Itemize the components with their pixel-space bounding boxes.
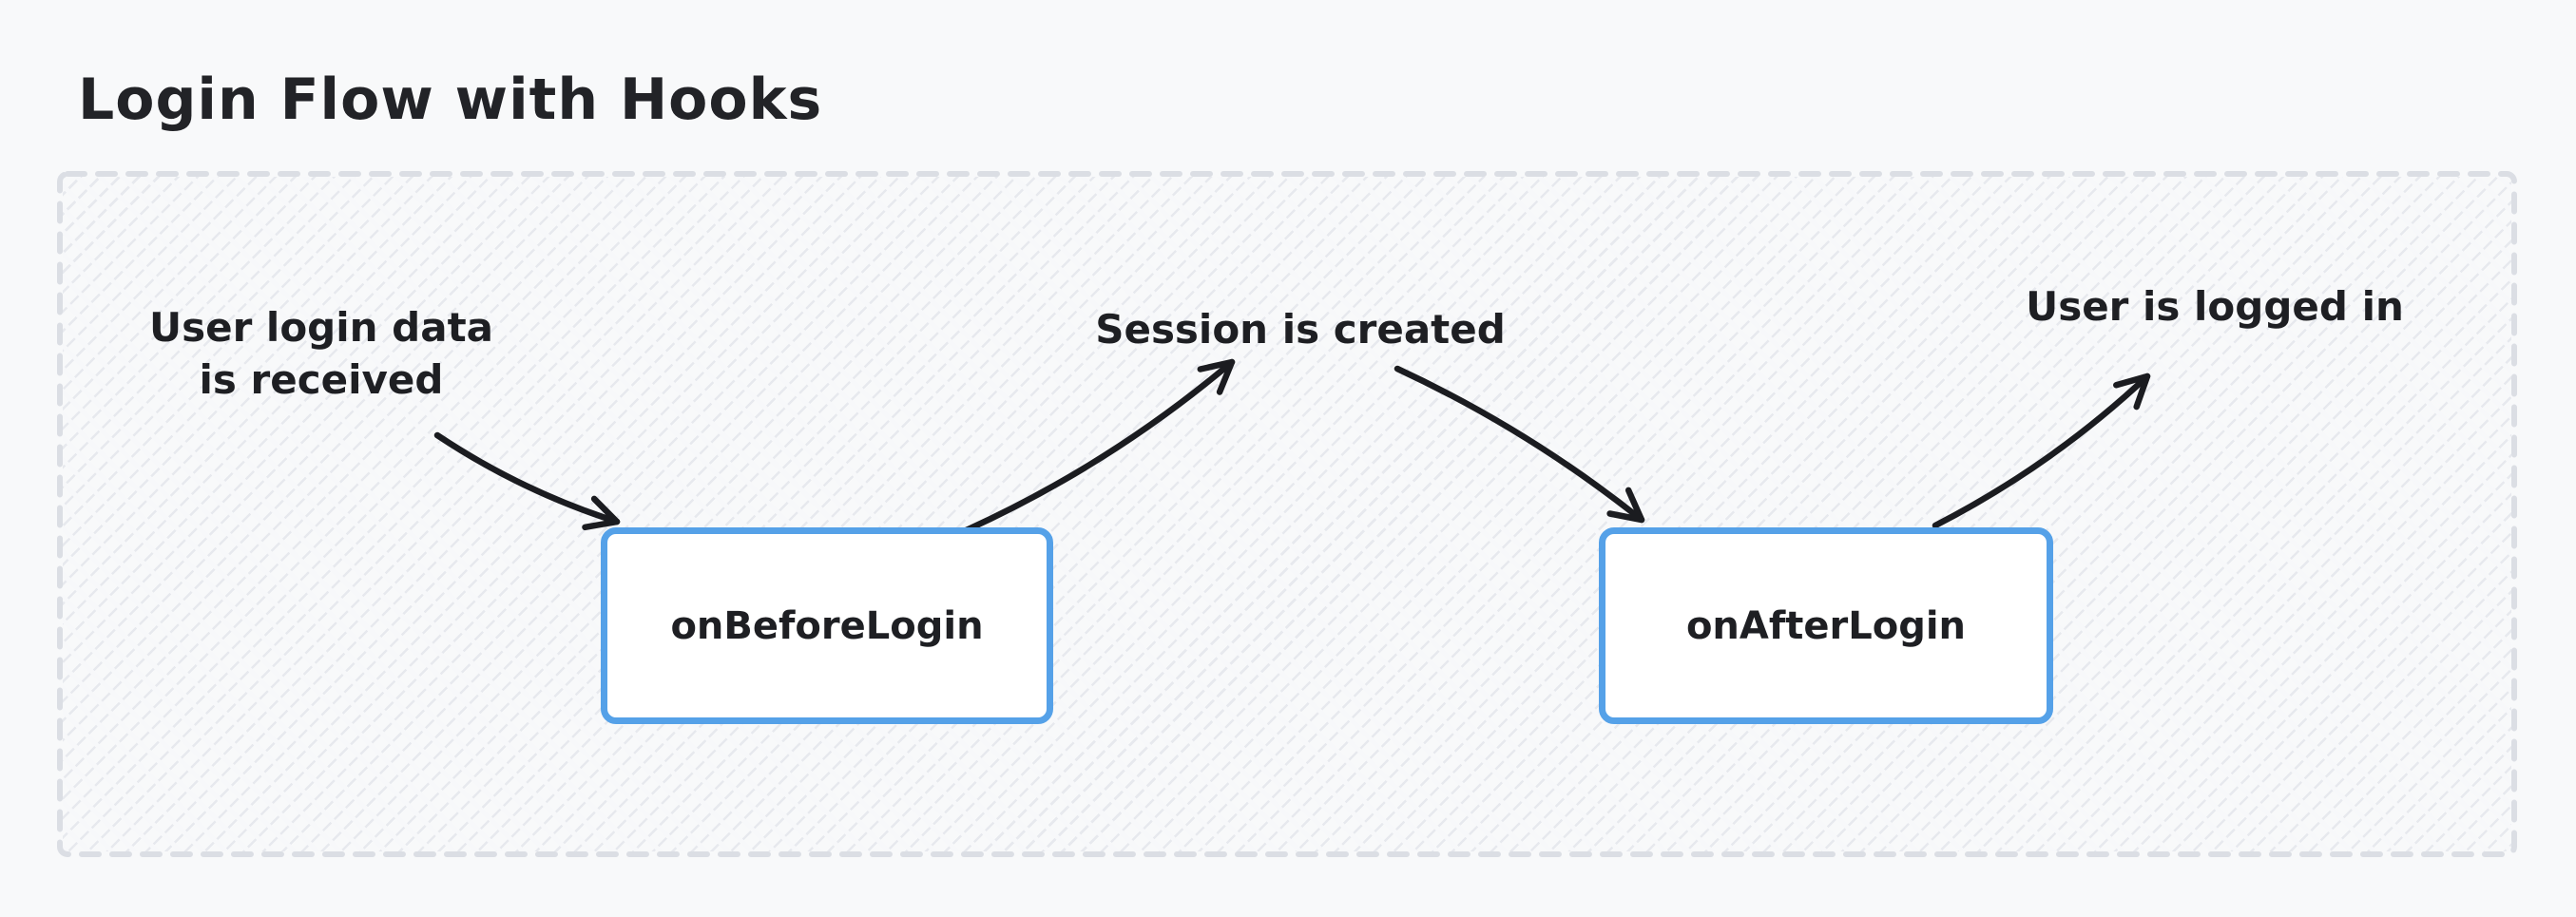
node-onBeforeLogin-label: onBeforeLogin [670,603,984,648]
annotation-login-data-received[interactable]: User login data is received [149,304,493,403]
annotation-user-logged-in[interactable]: User is logged in [2026,283,2404,330]
node-onAfterLogin-label: onAfterLogin [1685,603,1967,648]
arrow-session-created-to-onAfterLogin[interactable] [1394,365,1645,524]
frame-dashed-border[interactable] [57,171,2517,857]
arrow-shaft [958,358,1236,536]
node-onAfterLogin[interactable]: onAfterLogin [1599,527,2053,724]
arrow-onAfterLogin-to-user-logged-in[interactable] [1932,373,2151,529]
arrowhead-icon [1606,487,1645,524]
arrow-login-data-received-to-onBeforeLogin[interactable] [433,431,621,531]
node-onBeforeLogin[interactable]: onBeforeLogin [601,527,1053,724]
diagram-title[interactable]: Login Flow with Hooks [78,67,823,133]
arrow-shaft [1932,373,2151,529]
arrow-shaft [433,431,621,525]
arrow-onBeforeLogin-to-session-created[interactable] [958,358,1236,536]
frame-hatch-fill [63,177,2511,851]
arrowhead-icon [582,495,621,531]
annotation-session-created[interactable]: Session is created [1095,306,1506,353]
arrowhead-icon [1197,358,1236,395]
arrowhead-icon [2113,373,2151,411]
arrow-shaft [1394,365,1645,524]
